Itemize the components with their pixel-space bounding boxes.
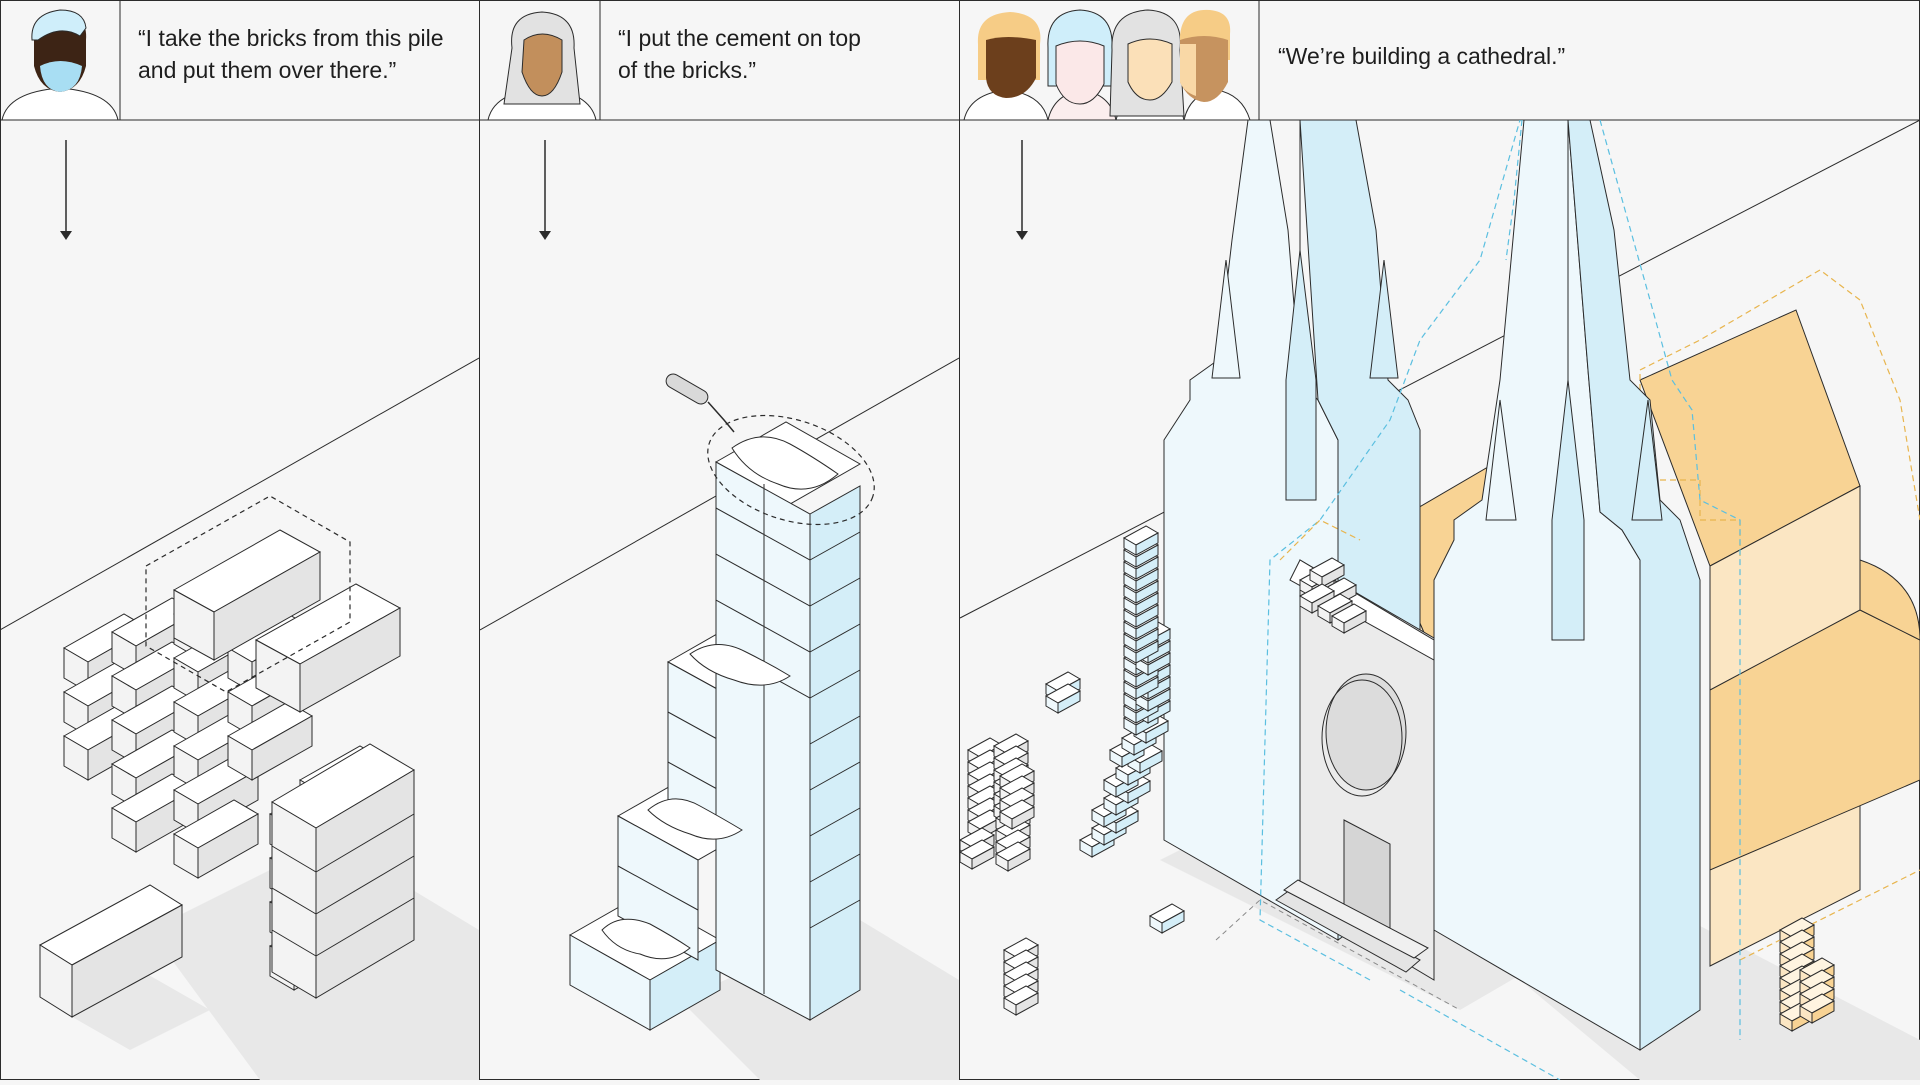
quote-line: “We’re building a cathedral.” <box>1278 43 1566 69</box>
brick-icon <box>568 421 862 1031</box>
quote-line: of the bricks.” <box>618 57 757 83</box>
quote-text: “I take the bricks from this pile and pu… <box>138 22 468 86</box>
worker-avatar-icon <box>963 9 1251 121</box>
down-arrow-icon <box>60 140 72 240</box>
quote-text: “I put the cement on top of the bricks.” <box>618 22 948 86</box>
dashed-outline <box>145 495 351 693</box>
quote-line: “I put the cement on top <box>618 25 861 51</box>
worker-avatar-icon <box>1 9 119 121</box>
trowel-icon <box>665 373 735 433</box>
brick-pile-scene <box>0 357 479 1080</box>
cement-scene <box>480 357 959 1080</box>
dashed-highlight <box>707 414 875 526</box>
brick-icon <box>39 529 415 1018</box>
quote-line: and put them over there.” <box>138 57 397 83</box>
quote-line: “I take the bricks from this pile <box>138 25 444 51</box>
quote-text: “We’re building a cathedral.” <box>1278 40 1878 72</box>
down-arrow-icon <box>539 140 551 240</box>
worker-avatar-icon <box>487 11 597 121</box>
down-arrow-icon <box>1016 140 1028 240</box>
